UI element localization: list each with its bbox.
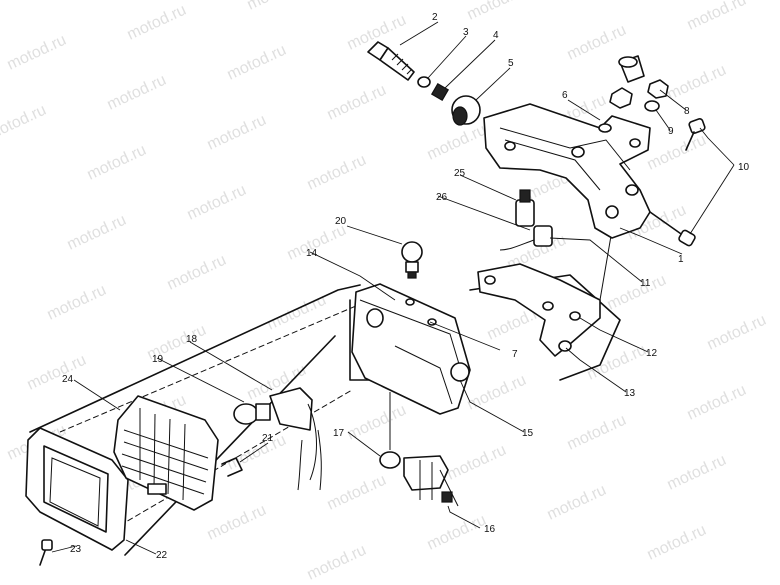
watermark-text: motod.ru xyxy=(85,142,149,184)
callout-1: 1 xyxy=(678,254,684,265)
headlight-bulb xyxy=(401,241,423,279)
callout-17: 17 xyxy=(333,428,345,439)
switch xyxy=(515,189,535,227)
watermark-text: motod.ru xyxy=(685,382,749,424)
spacer xyxy=(430,82,450,102)
callout-3: 3 xyxy=(463,27,469,38)
bulb-socket xyxy=(269,387,322,491)
callout-12: 12 xyxy=(646,348,658,359)
spring-clip xyxy=(221,457,243,477)
callout-21: 21 xyxy=(262,433,274,444)
callout-23: 23 xyxy=(70,544,82,555)
mounting-bracket xyxy=(483,103,651,239)
watermark-text: motod.ru xyxy=(565,412,629,454)
callout-25: 25 xyxy=(454,168,466,179)
headlight-rim xyxy=(25,427,129,551)
watermark-text: motod.ru xyxy=(425,122,489,164)
watermark-text: motod.ru xyxy=(425,512,489,554)
watermark-text: motod.ru xyxy=(665,452,729,494)
callout-24: 24 xyxy=(62,374,74,385)
watermark-text: motod.ru xyxy=(0,102,49,144)
watermark-text: motod.ru xyxy=(45,282,109,324)
watermark-text: motod.ru xyxy=(305,542,369,584)
watermark-text: motod.ru xyxy=(185,182,249,224)
wire-harness xyxy=(379,451,459,507)
watermark-text: motod.ru xyxy=(645,522,709,564)
watermark-text: motod.ru xyxy=(65,212,129,254)
callout-18: 18 xyxy=(186,334,198,345)
watermark-text: motod.ru xyxy=(325,472,389,514)
watermark-text: motod.ru xyxy=(545,482,609,524)
parking-bulb xyxy=(233,403,271,425)
watermark-text: motod.ru xyxy=(125,2,189,44)
watermark-text: motod.ru xyxy=(5,32,69,74)
callout-6: 6 xyxy=(562,90,568,101)
watermark-text: motod.ru xyxy=(325,82,389,124)
callout-5: 5 xyxy=(508,58,514,69)
watermark-text: motod.ru xyxy=(685,0,749,34)
grommet xyxy=(451,95,481,126)
callout-10: 10 xyxy=(738,162,750,173)
washer xyxy=(417,76,431,88)
watermark-text: motod.ru xyxy=(665,62,729,104)
nut xyxy=(609,87,633,109)
watermark-text: motod.ru xyxy=(25,352,89,394)
watermark-text: motod.ru xyxy=(565,22,629,64)
callout-14: 14 xyxy=(306,248,318,259)
watermark-text: motod.ru xyxy=(245,0,309,14)
watermark-text: motod.ru xyxy=(705,312,769,354)
nut-right xyxy=(647,79,669,99)
callout-4: 4 xyxy=(493,30,499,41)
screw-lower xyxy=(649,211,696,247)
connector xyxy=(499,225,553,251)
watermark-text: motod.ru xyxy=(465,0,529,24)
lower-bracket xyxy=(477,263,601,357)
lock-washer xyxy=(644,100,660,112)
mounting-screw xyxy=(39,539,53,566)
callout-16: 16 xyxy=(484,524,496,535)
callout-15: 15 xyxy=(522,428,534,439)
bolt xyxy=(367,41,415,81)
callout-22: 22 xyxy=(156,550,168,561)
callout-26: 26 xyxy=(436,192,448,203)
watermark-text: motod.ru xyxy=(305,152,369,194)
callout-labels: 1 2 3 4 5 6 7 8 9 10 11 12 13 14 15 16 1… xyxy=(62,12,750,561)
callout-13: 13 xyxy=(624,388,636,399)
watermark-text: motod.ru xyxy=(645,132,709,174)
rubber-bushing xyxy=(618,55,645,83)
headlight-lens xyxy=(113,395,219,511)
headlight-housing xyxy=(351,283,471,450)
callout-9: 9 xyxy=(668,126,674,137)
watermark-text: motod.ru xyxy=(165,252,229,294)
callout-20: 20 xyxy=(335,216,347,227)
callout-2: 2 xyxy=(432,12,438,23)
watermark-text: motod.ru xyxy=(465,372,529,414)
watermark-text: motod.ru xyxy=(225,42,289,84)
callout-11: 11 xyxy=(640,278,651,289)
watermark-text: motod.ru xyxy=(225,432,289,474)
watermark-text: motod.ru xyxy=(205,112,269,154)
watermark-text: motod.ru xyxy=(345,402,409,444)
watermark-text: motod.ru xyxy=(105,72,169,114)
watermark-text: motod.ru xyxy=(205,502,269,544)
callout-19: 19 xyxy=(152,354,164,365)
callout-7: 7 xyxy=(512,349,518,360)
leader-lines xyxy=(51,21,735,555)
callout-8: 8 xyxy=(684,106,690,117)
watermark-text: motod.ru xyxy=(445,442,509,484)
